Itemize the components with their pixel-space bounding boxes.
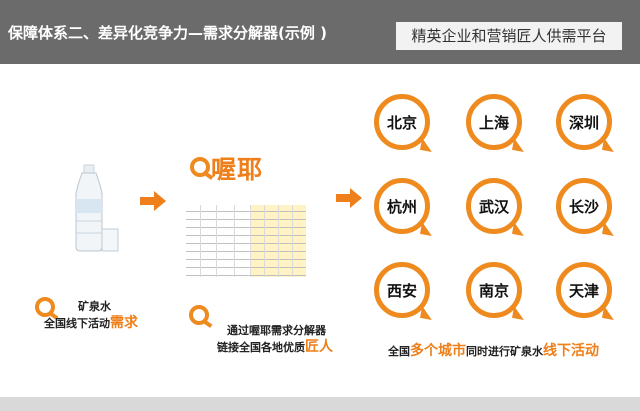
spreadsheet-thumbnail <box>186 205 306 277</box>
city-label: 武汉 <box>478 197 509 216</box>
page-title: 保障体系二、差异化竞争力—需求分解器(示例 ) <box>8 24 327 42</box>
summary-middle: 同时进行矿泉水 <box>466 345 543 358</box>
water-bottle-image <box>75 164 119 252</box>
step2-highlight: 匠人 <box>305 339 333 355</box>
city-bubble-changsha: 长沙 <box>556 178 612 234</box>
step2-line1: 通过喔耶需求分解器 <box>227 324 326 337</box>
city-bubble-nanjing: 南京 <box>466 262 522 318</box>
header-bar: 保障体系二、差异化竞争力—需求分解器(示例 ) 精英企业和营销匠人供需平台 <box>0 0 640 64</box>
city-label: 南京 <box>478 281 509 300</box>
city-bubble-hangzhou: 杭州 <box>374 178 430 234</box>
step1-line2: 全国线下活动需求 <box>44 315 138 332</box>
summary-highlight-offline: 线下活动 <box>543 343 599 359</box>
city-label: 深圳 <box>568 113 599 132</box>
footer-bar <box>0 397 640 411</box>
city-bubble-shanghai: 上海 <box>466 94 522 150</box>
speech-bubble-icon <box>189 305 209 325</box>
step2-line2-text: 链接全国各地优质 <box>217 341 305 354</box>
summary-caption: 全国多个城市同时进行矿泉水线下活动 <box>388 343 599 360</box>
step1-highlight: 需求 <box>110 315 138 331</box>
speech-bubble-icon <box>35 297 55 317</box>
city-bubble-tianjin: 天津 <box>556 262 612 318</box>
city-label: 杭州 <box>386 197 417 216</box>
city-label: 北京 <box>386 113 417 132</box>
city-bubble-wuhan: 武汉 <box>466 178 522 234</box>
summary-highlight-cities: 多个城市 <box>410 343 466 359</box>
city-bubble-beijing: 北京 <box>374 94 430 150</box>
city-label: 西安 <box>386 281 417 300</box>
step1-line2-text: 全国线下活动 <box>44 317 110 330</box>
step1-caption: 矿泉水 全国线下活动需求 <box>44 298 138 332</box>
platform-tag: 精英企业和营销匠人供需平台 <box>396 22 622 50</box>
city-bubble-shenzhen: 深圳 <box>556 94 612 150</box>
brand-logo: 喔耶 <box>211 155 264 184</box>
logo-q-icon <box>190 157 210 177</box>
step2-caption: 通过喔耶需求分解器 链接全国各地优质匠人 <box>217 322 333 356</box>
step1-line1: 矿泉水 <box>78 300 111 313</box>
city-label: 长沙 <box>568 197 599 216</box>
summary-prefix: 全国 <box>388 345 410 358</box>
city-bubble-xian: 西安 <box>374 262 430 318</box>
city-label: 上海 <box>478 113 509 132</box>
step2-line2: 链接全国各地优质匠人 <box>217 339 333 356</box>
city-label: 天津 <box>568 281 599 300</box>
